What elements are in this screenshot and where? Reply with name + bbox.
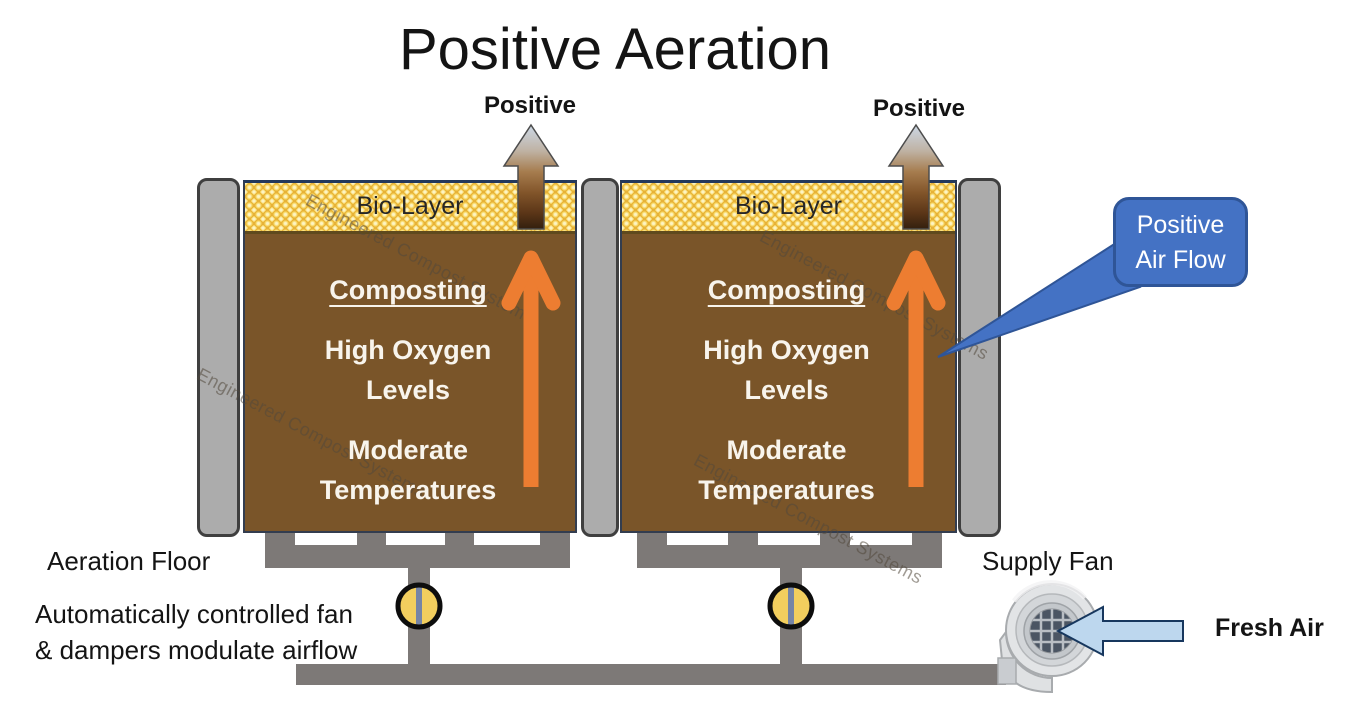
high-oxygen-label: High Oxygen [703, 335, 870, 365]
bio-layer-label: Bio-Layer [735, 192, 842, 220]
fresh-air-label: Fresh Air [1215, 614, 1324, 642]
fan-note-line2: & dampers modulate airflow [35, 635, 358, 665]
levels-label: Levels [744, 375, 829, 405]
temperatures-label: Temperatures [319, 475, 497, 505]
high-oxygen-label: High Oxygen [324, 335, 492, 365]
damper-riser-pipe [408, 566, 430, 588]
aeration-header-pipe [265, 545, 570, 568]
callout-line2: Air Flow [1135, 246, 1226, 274]
callout-line1: Positive [1136, 211, 1225, 239]
bin-1-content-text: Composting High Oxygen Levels Moderate T… [243, 270, 573, 510]
damper-riser-pipe [780, 566, 802, 588]
bin-2-content-text: Composting High Oxygen Levels Moderate T… [620, 270, 953, 510]
moderate-label: Moderate [347, 435, 469, 465]
temperatures-label: Temperatures [698, 475, 875, 505]
bin-wall-middle [581, 178, 619, 537]
fan-note-line1: Automatically controlled fan [35, 599, 353, 629]
bio-layer-band-1: Bio-Layer [245, 183, 575, 234]
fan-damper-note: Automatically controlled fan & dampers m… [35, 596, 357, 668]
positive-exhaust-label-right: Positive [872, 95, 966, 122]
aeration-floor-label: Aeration Floor [47, 546, 211, 576]
aeration-header-pipe [637, 545, 942, 568]
supply-fan-label: Supply Fan [982, 546, 1114, 576]
moderate-label: Moderate [726, 435, 847, 465]
page-title: Positive Aeration [398, 17, 832, 82]
damper-valve-icon-left [395, 582, 443, 630]
bio-layer-label: Bio-Layer [356, 192, 464, 220]
main-supply-duct [296, 664, 1006, 685]
damper-down-pipe [780, 624, 802, 668]
damper-valve-icon-right [767, 582, 815, 630]
supply-fan-icon [997, 580, 1099, 694]
bin-wall-left [197, 178, 240, 537]
positive-exhaust-label-left: Positive [483, 92, 577, 119]
damper-down-pipe [408, 624, 430, 668]
positive-air-flow-callout: Positive Air Flow [1113, 197, 1248, 287]
composting-label: Composting [707, 275, 866, 305]
compost-bin-1: Bio-Layer [243, 180, 577, 533]
composting-label: Composting [329, 275, 487, 305]
levels-label: Levels [365, 375, 451, 405]
bio-layer-band-2: Bio-Layer [622, 183, 955, 234]
fresh-air-arrow-icon [1055, 605, 1184, 657]
